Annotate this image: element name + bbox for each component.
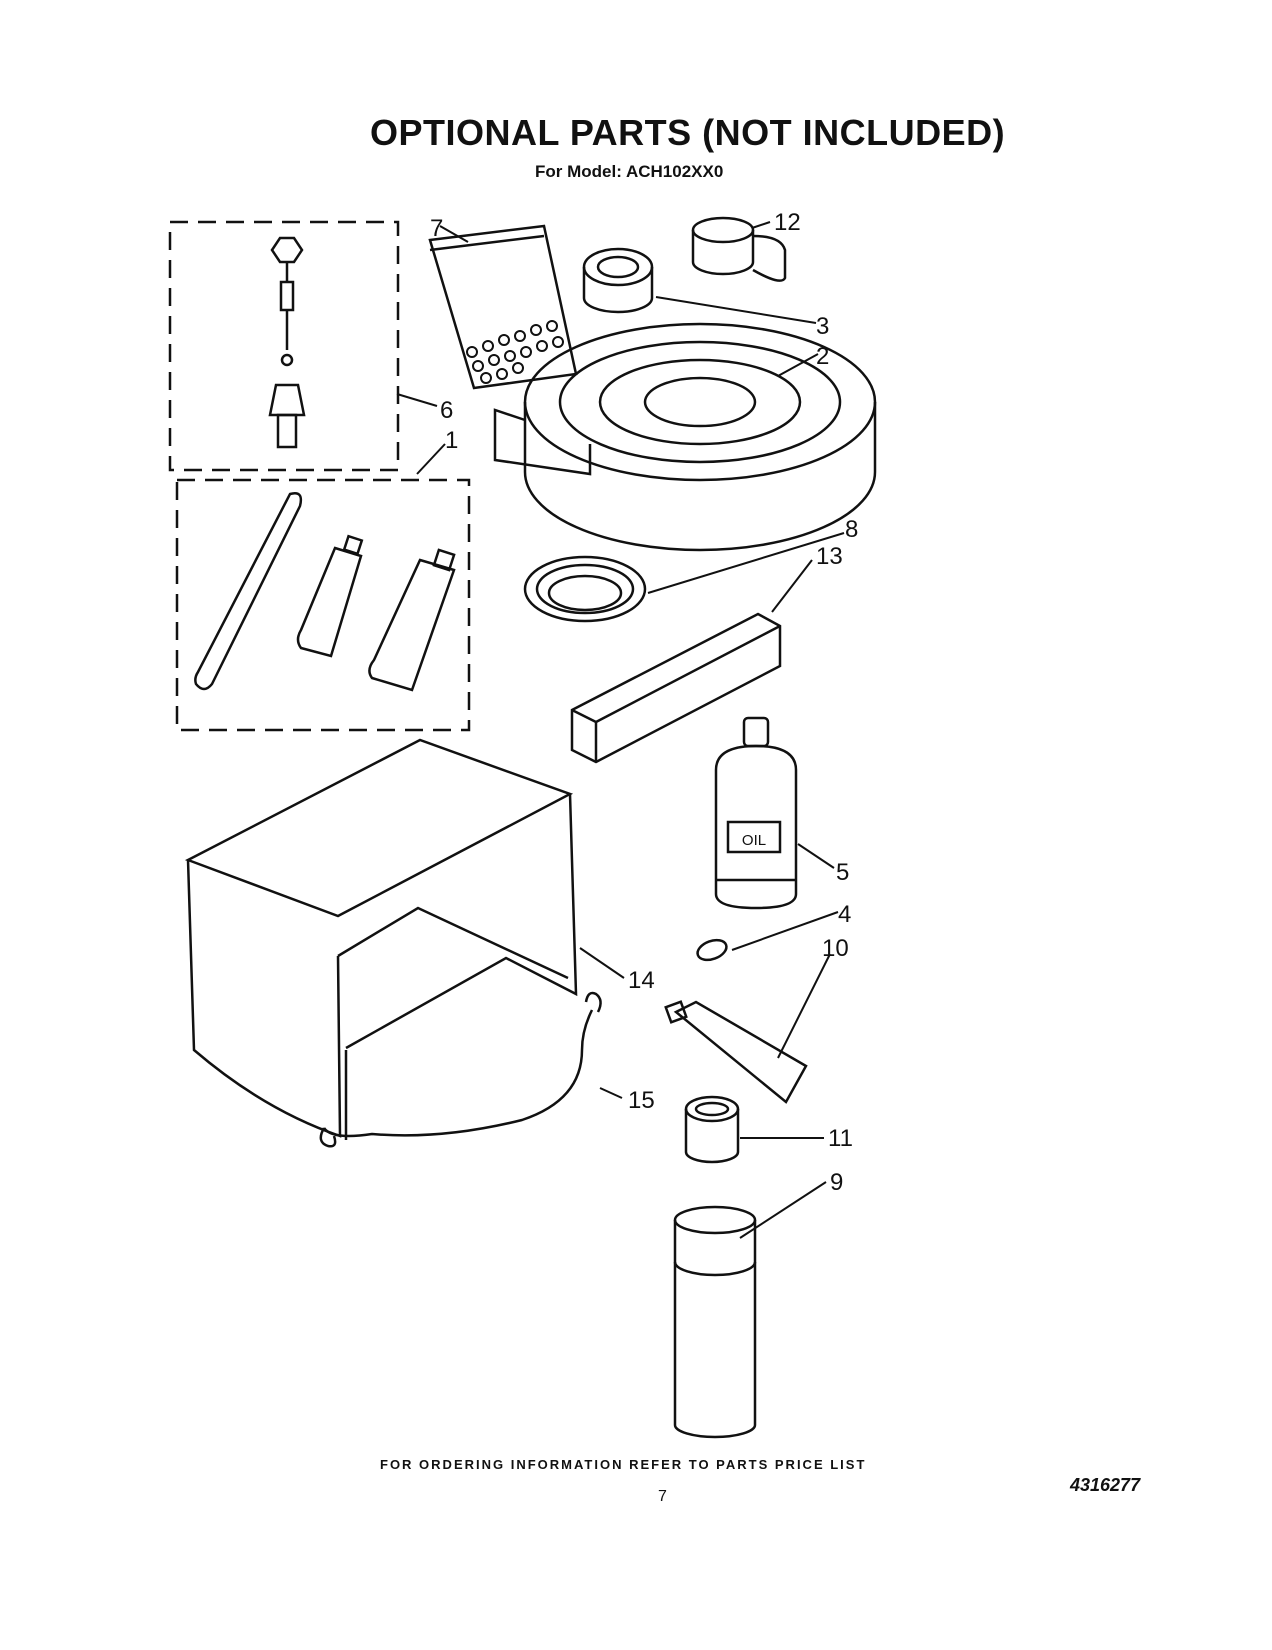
leader-lines (396, 221, 845, 1239)
small-tape-roll (691, 216, 787, 282)
spray-can (673, 1205, 757, 1439)
cord-coil (523, 555, 647, 623)
callout-11: 11 (828, 1125, 853, 1152)
callout-6: 6 (440, 397, 453, 424)
sealant-tube (664, 1000, 808, 1104)
callout-1: 1 (445, 427, 458, 454)
callout-3: 3 (816, 313, 829, 340)
callout-2: 2 (816, 343, 829, 370)
callout-9: 9 (830, 1169, 843, 1196)
unit-cover (184, 738, 578, 1140)
callout-14: 14 (628, 967, 655, 994)
callout-12: 12 (774, 209, 801, 236)
oil-bottle (714, 716, 798, 910)
callout-7: 7 (430, 215, 443, 242)
callout-13: 13 (816, 543, 843, 570)
tools-kit-box (175, 478, 471, 732)
bungee-cord (319, 991, 602, 1148)
callout-4: 4 (838, 901, 851, 928)
page-title: OPTIONAL PARTS (NOT INCLUDED) (370, 112, 1006, 153)
bag-of-rings (428, 224, 578, 390)
part-number: 4316277 (1070, 1475, 1141, 1495)
small-can (684, 1095, 740, 1164)
valve-kit-box (168, 220, 400, 472)
ordering-note: FOR ORDERING INFORMATION REFER TO PARTS … (380, 1457, 867, 1472)
callout-15: 15 (628, 1087, 655, 1114)
bottle-label: OIL (742, 832, 766, 849)
seal-plug (696, 938, 728, 962)
tape-roll (582, 247, 654, 314)
callout-5: 5 (836, 859, 849, 886)
callout-8: 8 (845, 516, 858, 543)
callout-10: 10 (822, 935, 849, 962)
foam-strip (570, 612, 782, 764)
page-number: 7 (658, 1488, 667, 1505)
insulation-roll (493, 322, 877, 552)
model-line: For Model: ACH102XX0 (535, 162, 724, 181)
